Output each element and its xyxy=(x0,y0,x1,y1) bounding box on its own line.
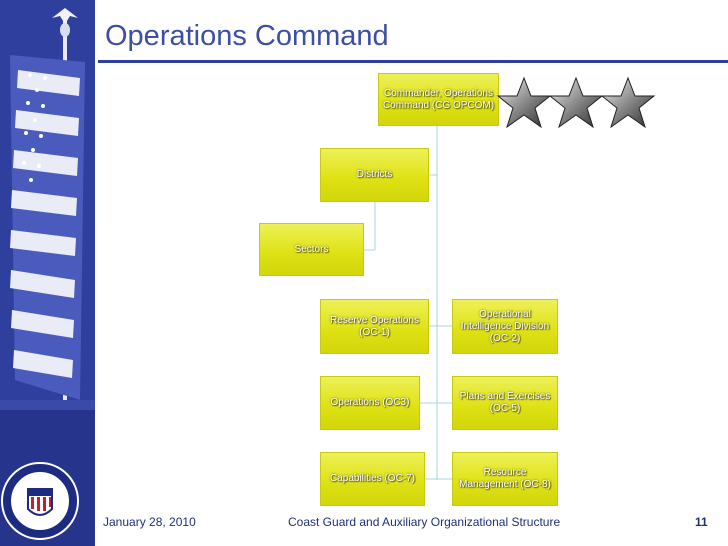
oc7-box: Capabilities (OC-7) xyxy=(320,452,425,506)
oc3-box: Operations (OC3) xyxy=(320,376,420,430)
footer-date: January 28, 2010 xyxy=(103,515,196,529)
commander-box: Commander, Operations Command (CG OPCOM) xyxy=(378,73,499,126)
star-icon xyxy=(498,78,550,127)
oc5-label: Plans and Exercises (OC-5) xyxy=(455,391,555,415)
page-number: 11 xyxy=(695,515,708,529)
footer-title: Coast Guard and Auxiliary Organizational… xyxy=(288,515,560,529)
three-star-insignia xyxy=(496,75,656,135)
oc1-box: Reserve Operations (OC-1) xyxy=(320,299,429,354)
oc8-label: Resource Management (OC-8) xyxy=(455,467,555,491)
oc1-label: Reserve Operations (OC-1) xyxy=(323,315,426,339)
sectors-label: Sectors xyxy=(295,244,329,256)
oc3-label: Operations (OC3) xyxy=(331,397,410,409)
star-icon xyxy=(602,78,654,127)
oc7-label: Capabilities (OC-7) xyxy=(330,473,415,485)
oc2-box: Operational Intelligence Division (OC-2) xyxy=(452,299,558,354)
districts-box: Districts xyxy=(320,148,429,202)
commander-label: Commander, Operations Command (CG OPCOM) xyxy=(381,88,496,112)
districts-label: Districts xyxy=(357,169,393,181)
oc5-box: Plans and Exercises (OC-5) xyxy=(452,376,558,430)
star-icon xyxy=(550,78,602,127)
oc8-box: Resource Management (OC-8) xyxy=(452,452,558,506)
oc2-label: Operational Intelligence Division (OC-2) xyxy=(455,309,555,345)
sectors-box: Sectors xyxy=(259,223,364,276)
